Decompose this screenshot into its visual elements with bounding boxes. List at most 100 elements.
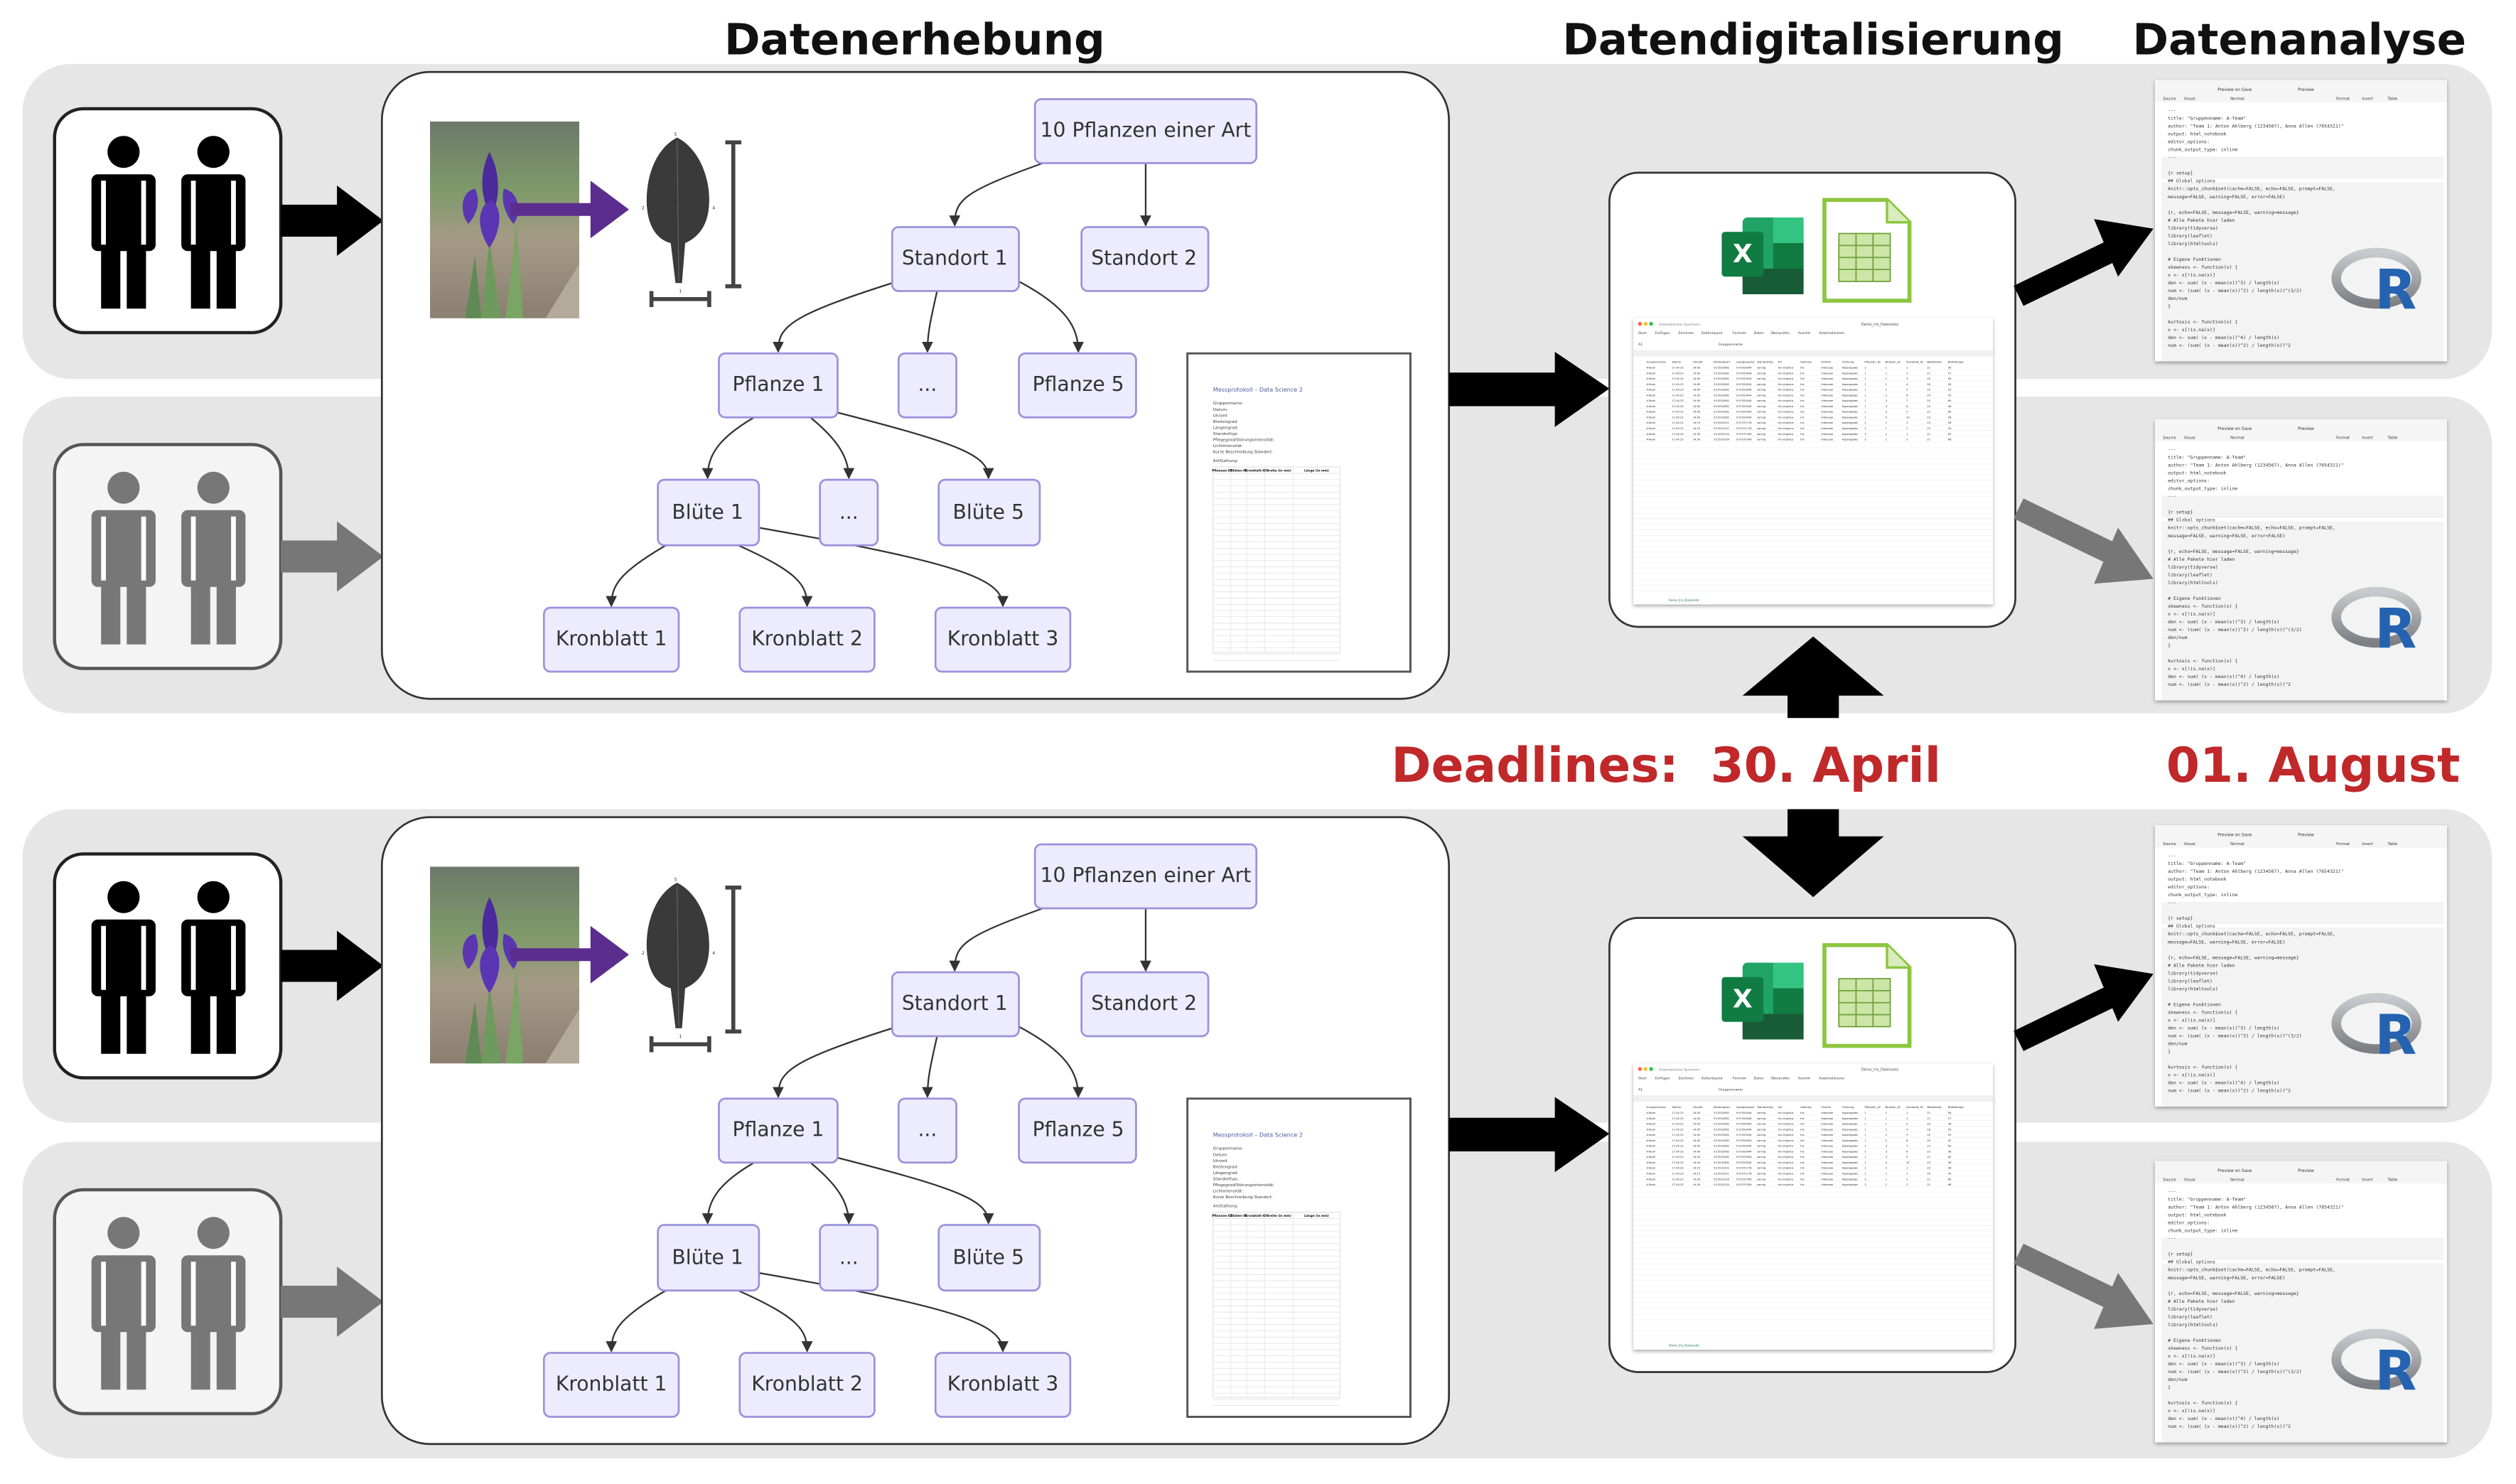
table-cell: 53.5532982: [1714, 377, 1729, 380]
format-menu[interactable]: Table: [2387, 436, 2398, 441]
code-line: library(tidyverse): [2168, 1306, 2218, 1312]
format-menu[interactable]: Normal: [2230, 97, 2244, 102]
protocol-column: Länge (in mm): [1304, 469, 1329, 473]
visual-mode[interactable]: Visual: [2184, 97, 2195, 102]
table-cell: 53.5532982: [1714, 1156, 1729, 1158]
table-cell: 17.04.23: [1672, 1112, 1683, 1114]
team-box: [53, 107, 283, 335]
table-cell: 1: [1886, 1112, 1887, 1114]
svg-text:Kronblatt 3: Kronblatt 3: [947, 627, 1059, 650]
preview-on-save[interactable]: Preview on Save: [2217, 834, 2252, 838]
ribbon-tab[interactable]: Überprüfen: [1770, 330, 1790, 335]
table-cell: Iris: [1800, 405, 1805, 408]
code-line: # Alle Pakete hier laden: [2168, 217, 2235, 223]
format-menu[interactable]: Format: [2336, 1178, 2350, 1183]
column-header: Standorttyp: [1757, 360, 1773, 364]
code-line: message=FALSE, warning=FALSE, error=FALS…: [2168, 533, 2285, 539]
table-cell: 14:00: [1693, 405, 1701, 408]
ribbon-tab[interactable]: Formeln: [1733, 1077, 1746, 1081]
visual-mode[interactable]: Visual: [2184, 436, 2195, 441]
ribbon-tab[interactable]: Formeln: [1733, 331, 1746, 335]
arrow-to-analysis-2: [2014, 498, 2154, 584]
sheet-tab[interactable]: Demo_Iris_Datensatz: [1669, 1344, 1699, 1348]
preview-button[interactable]: Preview: [2298, 88, 2314, 92]
preview-button[interactable]: Preview: [2298, 427, 2314, 431]
protocol-column: Kronblatt-ID: [1245, 469, 1267, 473]
format-menu[interactable]: Format: [2336, 436, 2350, 441]
format-menu[interactable]: Table: [2387, 97, 2398, 102]
person-icon: [181, 881, 246, 1054]
table-cell: 53.5532982: [1714, 1150, 1729, 1153]
table-cell: Iris virginica: [1778, 394, 1793, 397]
node-flower-more: ...: [819, 1224, 879, 1292]
preview-on-save[interactable]: Preview on Save: [2217, 1169, 2252, 1173]
format-menu[interactable]: Format: [2336, 97, 2350, 102]
cell-reference[interactable]: A1: [1638, 1088, 1643, 1092]
formula-bar[interactable]: Gruppenname: [1719, 343, 1743, 347]
ribbon-tab[interactable]: Überprüfen: [1770, 1076, 1790, 1081]
formula-bar[interactable]: Gruppenname: [1719, 1088, 1743, 1092]
visual-mode[interactable]: Visual: [2184, 1178, 2195, 1183]
ribbon-tab[interactable]: Start: [1638, 1077, 1647, 1081]
format-menu[interactable]: Table: [2387, 842, 2398, 846]
ribbon-tab[interactable]: Zeichnen: [1678, 1077, 1694, 1081]
cell-reference[interactable]: A1: [1638, 343, 1643, 347]
table-cell: 14:00: [1693, 1134, 1701, 1136]
ribbon-tab[interactable]: Seitenlayout: [1701, 331, 1723, 335]
code-line: library(tidyverse): [2168, 564, 2218, 570]
ribbon-tab[interactable]: Einfügen: [1655, 331, 1670, 335]
team-box: [53, 443, 283, 670]
table-cell: sonnig: [1757, 383, 1765, 386]
table-cell: 17.04.23: [1672, 411, 1683, 414]
preview-button[interactable]: Preview: [2298, 1169, 2314, 1173]
preview-on-save[interactable]: Preview on Save: [2217, 88, 2252, 92]
source-mode[interactable]: Source: [2163, 436, 2176, 441]
format-menu[interactable]: Normal: [2230, 842, 2244, 846]
table-cell: 17.04.23: [1672, 1183, 1683, 1186]
ribbon-tab[interactable]: Ansicht: [1798, 331, 1811, 335]
ribbon-tab[interactable]: Ansicht: [1798, 1077, 1811, 1081]
table-cell: A-Team: [1646, 1150, 1655, 1153]
source-mode[interactable]: Source: [2163, 842, 2176, 846]
svg-text:Kronblatt 2: Kronblatt 2: [751, 627, 863, 650]
ribbon-tab[interactable]: Seitenlayout: [1701, 1077, 1723, 1081]
sheet-tab[interactable]: Demo_Iris_Datensatz: [1669, 598, 1699, 602]
format-menu[interactable]: Table: [2387, 1178, 2398, 1183]
table-cell: Iris virginica: [1778, 1178, 1793, 1181]
person-icon: [91, 1217, 156, 1390]
code-line: den <- sum( (x - mean(x))^3) / length(x): [2168, 619, 2279, 625]
collection-panel: 5 2 3 4 1 10 Pflanzen einer Art: [380, 70, 1451, 700]
ribbon-tab[interactable]: Start: [1638, 331, 1647, 335]
table-cell: 1: [1864, 1123, 1866, 1126]
ribbon-tab[interactable]: Daten: [1754, 331, 1764, 335]
table-cell: sonnig: [1757, 1139, 1765, 1142]
ribbon-tab[interactable]: Einfügen: [1655, 1077, 1670, 1081]
table-cell: Iridaceae: [1821, 383, 1833, 386]
protocol-title: Messprotokoll – Data Science 2: [1213, 386, 1303, 393]
format-menu[interactable]: Normal: [2230, 436, 2244, 441]
preview-on-save[interactable]: Preview on Save: [2217, 427, 2252, 431]
table-cell: 17.04.23: [1672, 372, 1683, 375]
ribbon-tab[interactable]: Automatisieren: [1819, 1077, 1844, 1081]
source-mode[interactable]: Source: [2163, 1178, 2176, 1183]
table-cell: 1: [1886, 439, 1887, 441]
format-menu[interactable]: Format: [2336, 842, 2350, 846]
table-cell: 9.97371778: [1736, 427, 1752, 430]
ribbon-tab[interactable]: Zeichnen: [1678, 331, 1694, 335]
table-cell: Iris: [1800, 1123, 1805, 1126]
format-menu[interactable]: Insert: [2362, 842, 2372, 846]
sheet-filename: Demo_Iris_Datensatz: [1861, 1068, 1899, 1072]
format-menu[interactable]: Insert: [2362, 1178, 2372, 1183]
format-menu[interactable]: Insert: [2362, 97, 2372, 102]
source-mode[interactable]: Source: [2163, 97, 2176, 102]
format-menu[interactable]: Insert: [2362, 436, 2372, 441]
format-menu[interactable]: Normal: [2230, 1178, 2244, 1183]
visual-mode[interactable]: Visual: [2184, 842, 2195, 846]
code-line: output: html_notebook: [2168, 131, 2227, 137]
table-cell: 14:00: [1693, 399, 1701, 402]
table-cell: Iridaceae: [1821, 394, 1833, 397]
ribbon-tab[interactable]: Daten: [1754, 1077, 1764, 1081]
preview-button[interactable]: Preview: [2298, 834, 2314, 838]
ribbon-tab[interactable]: Automatisieren: [1819, 331, 1844, 335]
